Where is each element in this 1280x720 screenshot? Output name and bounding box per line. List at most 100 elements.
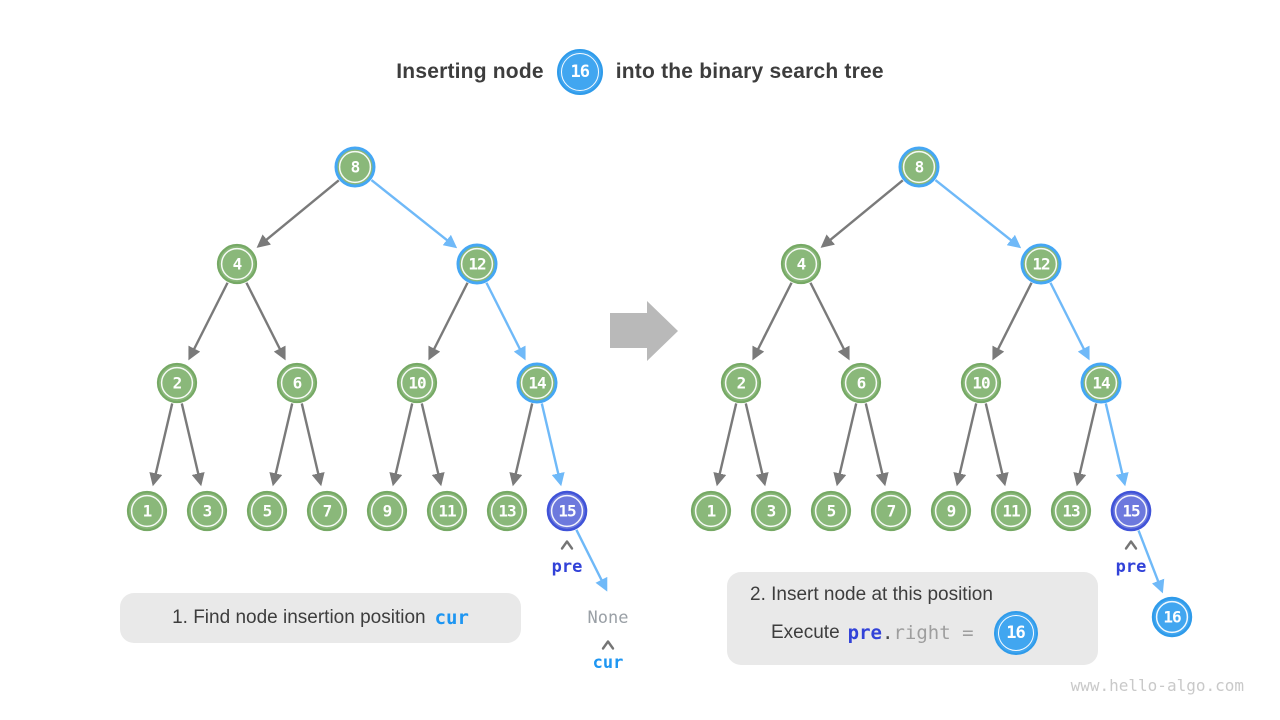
node-circle [306,490,348,532]
caption-step2-line1: 2. Insert node at this position [750,584,993,605]
node-inner-ring [902,150,936,184]
caption-step2-line2: Execute pre . right = 16 [771,611,1098,655]
caption-node-16-badge: 16 [993,611,1038,655]
tree-node-6: 6 [276,362,318,404]
node-circle [690,490,732,532]
node-value: 15 [558,502,576,521]
tree-node-9: 9 [930,490,972,532]
node-circle [366,490,408,532]
label-pre: pre [552,557,583,577]
node-value: 4 [797,255,806,274]
edge-8-12 [934,179,1022,249]
node-circle [1110,490,1152,532]
caption-step2-keyword-pre: pre [847,622,882,644]
node-circle [990,490,1032,532]
edge-4-6 [809,282,850,361]
node-circle [1080,362,1122,404]
tree-node-3: 3 [750,490,792,532]
node-value: 6 [857,374,866,393]
node-inner-ring [874,494,908,528]
node-value: 10 [408,374,426,393]
tree-node-4: 4 [780,243,822,285]
title-prefix: Inserting node [396,60,544,83]
node-inner-ring [400,366,434,400]
edge-2-3 [180,403,205,487]
node-inner-ring [754,494,788,528]
edge-4-2 [188,282,229,361]
edge-15-none [575,529,608,592]
title-suffix: into the binary search tree [615,60,884,83]
tree-node-7: 7 [306,490,348,532]
node-value: 5 [827,502,836,521]
tree-node-15: 15 [1110,490,1152,532]
edge-4-6 [245,282,286,361]
node-circle [1050,490,1092,532]
tree-node-5: 5 [810,490,852,532]
node-value: 14 [528,374,546,393]
node-circle [186,490,228,532]
tree-node-12: 12 [1020,243,1062,285]
node-value: 7 [323,502,332,521]
caption-step2-code: right = [893,622,974,644]
tree-node-16: 16 [1151,596,1193,638]
node-inner-ring [220,247,254,281]
node-inner-ring [250,494,284,528]
edge-14-13 [1073,403,1098,487]
tree-node-2: 2 [156,362,198,404]
edge-8-12 [370,179,458,249]
node-circle [1151,596,1193,638]
node-circle [1020,243,1062,285]
tree-node-13: 13 [486,490,528,532]
tree-node-11: 11 [426,490,468,532]
node-circle [486,490,528,532]
edge-12-10 [992,282,1033,361]
edge-6-5 [269,403,294,487]
node-inner-ring [130,494,164,528]
node-inner-ring [1024,247,1058,281]
node-circle [516,362,558,404]
caret-up-icon [560,540,574,550]
tree-node-8: 8 [898,146,940,188]
tree-node-6: 6 [840,362,882,404]
node-value: 2 [737,374,746,393]
node-inner-ring [160,366,194,400]
tree-node-13: 13 [1050,490,1092,532]
node-inner-ring [550,494,584,528]
node-inner-ring [844,366,878,400]
node-inner-ring [694,494,728,528]
node-inner-ring [1114,494,1148,528]
node-value: 13 [1062,502,1080,521]
edge-10-11 [984,403,1009,487]
edge-2-1 [149,403,174,487]
node-inner-ring [430,494,464,528]
tree-node-8: 8 [334,146,376,188]
node-circle [334,146,376,188]
edge-10-9 [389,403,414,487]
node-value: 6 [293,374,302,393]
node-circle [840,362,882,404]
node-value: 11 [1002,502,1020,521]
node-circle [126,490,168,532]
node-inner-ring [814,494,848,528]
node-inner-ring [520,366,554,400]
node-inner-ring [490,494,524,528]
title-node-16-badge: 16 [556,49,603,95]
tree-node-4: 4 [216,243,258,285]
page-title: Inserting node 16 into the binary search… [0,47,1280,97]
tree-node-12: 12 [456,243,498,285]
node-value: 1 [707,502,716,521]
watermark: www.hello-algo.com [1070,676,1244,695]
node-circle [720,362,762,404]
tree-node-9: 9 [366,490,408,532]
node-inner-ring [338,150,372,184]
node-value: 3 [203,502,212,521]
node-value: 12 [1032,255,1050,274]
node-inner-ring [190,494,224,528]
node-inner-ring [1084,366,1118,400]
edge-12-14 [1049,282,1090,361]
node-circle [780,243,822,285]
node-circle [156,362,198,404]
edge-6-5 [833,403,858,487]
edge-8-4 [256,179,340,248]
